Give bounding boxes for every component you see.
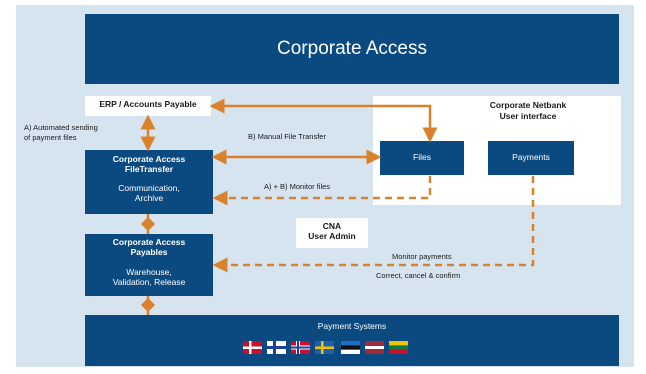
payments-label: Payments [512, 152, 550, 162]
filetransfer-sub-line1: Communication, [118, 183, 180, 193]
automated-label-line1: A) Automated sending [24, 123, 98, 132]
flag-finland [267, 341, 286, 354]
payables-box [85, 234, 213, 296]
filetransfer-title-line1: Corporate Access [112, 154, 186, 164]
flag-denmark [243, 341, 262, 354]
files-box [380, 141, 464, 175]
flag-estonia [341, 341, 360, 354]
cna-line1: CNA [322, 221, 342, 231]
flag-sweden [315, 341, 334, 354]
netbank-title-line1: Corporate Netbank [489, 100, 567, 110]
erp-files-connector [209, 98, 438, 143]
correct-confirm-label: Correct, cancel & confirm [376, 271, 461, 280]
banner-title: Corporate Access [277, 38, 427, 59]
monitor-payments-label: Monitor payments [392, 252, 452, 261]
payment-systems-bar [85, 315, 619, 366]
monitor-files-connector [212, 176, 432, 206]
payables-sub-line2: Validation, Release [112, 277, 186, 287]
payment-systems-label: Payment Systems [317, 321, 387, 331]
payables-title-line1: Corporate Access [112, 237, 186, 247]
automated-label-line2: of payment files [24, 133, 77, 142]
netbank-title-line2: User interface [499, 111, 557, 121]
flag-norway [291, 341, 310, 354]
erp-box [85, 96, 211, 116]
flag-lithuania [389, 341, 408, 354]
cna-box [296, 218, 368, 248]
filetransfer-sub-line2: Archive [134, 193, 164, 203]
erp-label: ERP / Accounts Payable [99, 99, 197, 109]
payables-title-line2: Payables [130, 247, 168, 257]
cna-line2: User Admin [308, 231, 356, 241]
flag-latvia [365, 341, 384, 354]
payables-sub-line1: Warehouse, [126, 267, 172, 277]
filetransfer-title-line2: FileTransfer [124, 164, 174, 174]
monitor-files-label: A) + B) Monitor files [264, 182, 331, 191]
monitor-payments-connector [212, 176, 535, 273]
corporate-access-banner [85, 14, 619, 84]
filetransfer-payables-link [140, 214, 156, 234]
payables-payment-systems-link [140, 296, 156, 315]
filetransfer-box [85, 150, 213, 214]
payments-box [488, 141, 574, 175]
files-label: Files [413, 152, 431, 162]
